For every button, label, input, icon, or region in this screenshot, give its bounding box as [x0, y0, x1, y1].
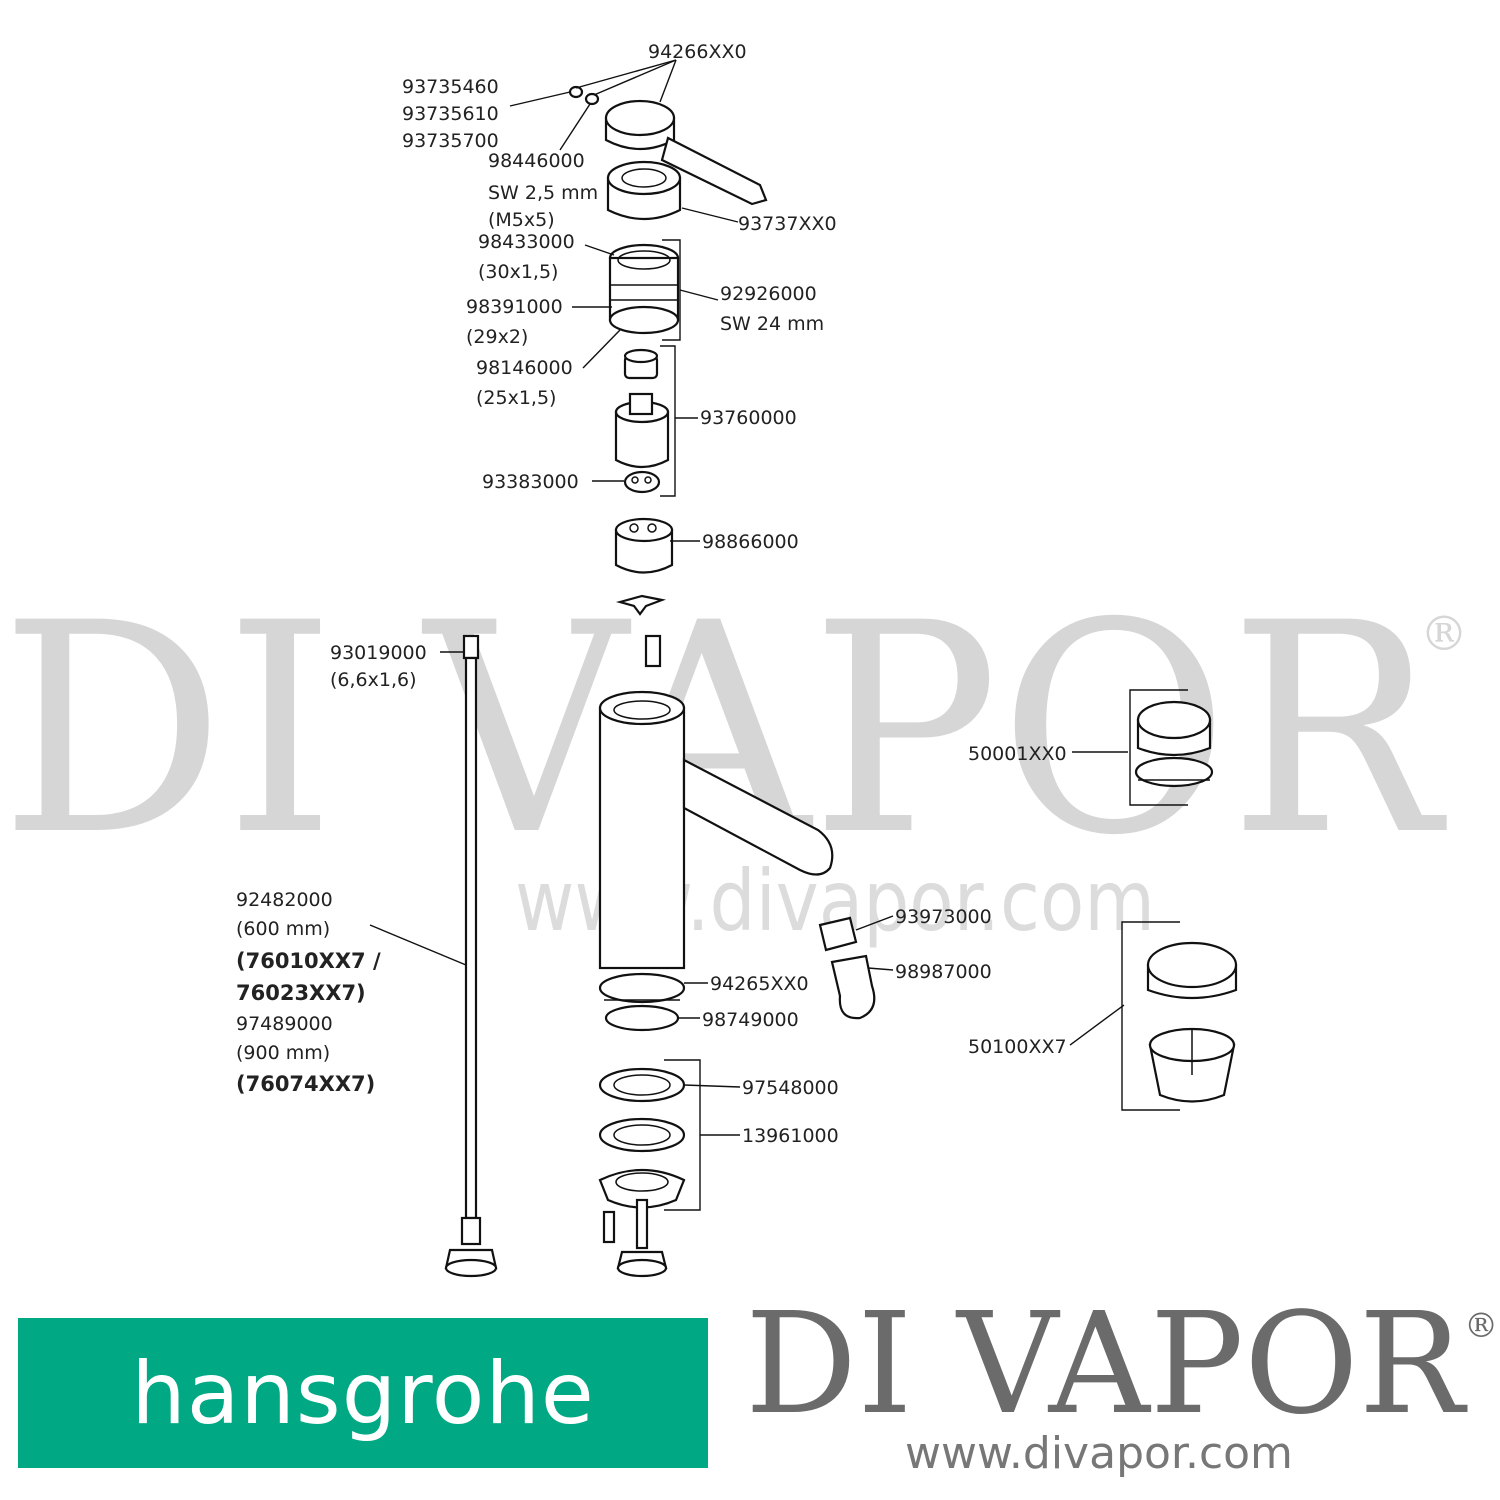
spindle-cap-part	[623, 348, 659, 380]
waste-upper-part	[1134, 700, 1214, 788]
hansgrohe-logo-text: hansgrohe	[131, 1344, 595, 1444]
label-98987000: 98987000	[895, 961, 992, 983]
aerator-key-part	[830, 954, 876, 1020]
screw-part	[602, 1210, 616, 1244]
base-seal-part	[604, 1004, 680, 1032]
label-98433000: 98433000	[478, 231, 575, 253]
label-bonnet-spec: SW 24 mm	[720, 313, 824, 335]
label-o-ring-top-size: (30x1,5)	[478, 261, 558, 283]
label-hose-size: (6,6x1,6)	[330, 669, 417, 691]
label-93735460: 93735460	[402, 76, 499, 98]
label-hose-600: (600 mm)	[236, 918, 330, 940]
label-97548000: 97548000	[742, 1077, 839, 1099]
label-94265XX0: 94265XX0	[710, 973, 809, 995]
handle-lever-part	[604, 99, 768, 206]
fixing-ring-part	[598, 1117, 686, 1153]
watermark: DI VAPOR ® www.divapor.com	[0, 562, 1468, 950]
base-rosette-part	[598, 972, 686, 1004]
divapor-url: www.divapor.com	[905, 1428, 1293, 1479]
label-93735610: 93735610	[402, 103, 499, 125]
label-o-ring-mid-size: (29x2)	[466, 326, 528, 348]
label-93735700: 93735700	[402, 130, 499, 152]
label-93760000: 93760000	[700, 407, 797, 429]
label-92926000: 92926000	[720, 283, 817, 305]
label-93019000: 93019000	[330, 642, 427, 664]
label-50001XX0: 50001XX0	[968, 743, 1067, 765]
label-97489000: 97489000	[236, 1013, 333, 1035]
label-92482000: 92482000	[236, 889, 333, 911]
divapor-logo-text: DI VAPOR	[745, 1283, 1465, 1446]
label-98866000: 98866000	[702, 531, 799, 553]
watermark-text: DI VAPOR	[0, 562, 1448, 899]
label-98749000: 98749000	[702, 1009, 799, 1031]
label-98391000: 98391000	[466, 296, 563, 318]
label-grub-screw-size: (M5x5)	[488, 209, 555, 231]
leader-lines	[369, 59, 1188, 1211]
bonnet-part	[608, 243, 680, 335]
label-98146000: 98146000	[476, 357, 573, 379]
part-labels: 94266XX0 93735460 93735610 93735700 9844…	[236, 41, 1067, 1147]
label-o-ring-low-size: (25x1,5)	[476, 387, 556, 409]
tap-body-part	[598, 634, 834, 970]
handle-base-part	[606, 160, 682, 220]
threaded-rod-part	[616, 1198, 668, 1278]
divapor-logo: DI VAPOR®	[745, 1295, 1498, 1435]
cartridge-insert-part	[614, 517, 674, 574]
hansgrohe-logo: hansgrohe	[18, 1318, 708, 1468]
label-94266XX0: 94266XX0	[648, 41, 747, 63]
watermark-registered: ®	[1420, 606, 1468, 662]
label-13961000: 13961000	[742, 1125, 839, 1147]
label-models-76074: (76074XX7)	[236, 1072, 375, 1096]
flexible-hose-part	[444, 634, 498, 1278]
label-models-76023: 76023XX7)	[236, 981, 366, 1005]
fixing-plate-part	[598, 1168, 686, 1209]
label-98446000: 98446000	[488, 150, 585, 172]
aerator-part	[818, 916, 858, 952]
label-93737XX0: 93737XX0	[738, 213, 837, 235]
label-models-76010: (76010XX7 /	[236, 949, 381, 973]
divapor-logo-registered: ®	[1464, 1306, 1499, 1346]
cartridge-part	[614, 392, 670, 469]
label-93383000: 93383000	[482, 471, 579, 493]
label-grub-screw-spec: SW 2,5 mm	[488, 182, 598, 204]
small-plugs-part	[568, 85, 600, 106]
waste-lower-part	[1146, 941, 1238, 1103]
label-hose-900: (900 mm)	[236, 1042, 330, 1064]
seal-set-part	[623, 470, 661, 494]
spring-clip-part	[615, 594, 666, 616]
washer-part	[598, 1067, 686, 1103]
label-93973000: 93973000	[895, 906, 992, 928]
label-50100XX7: 50100XX7	[968, 1036, 1067, 1058]
